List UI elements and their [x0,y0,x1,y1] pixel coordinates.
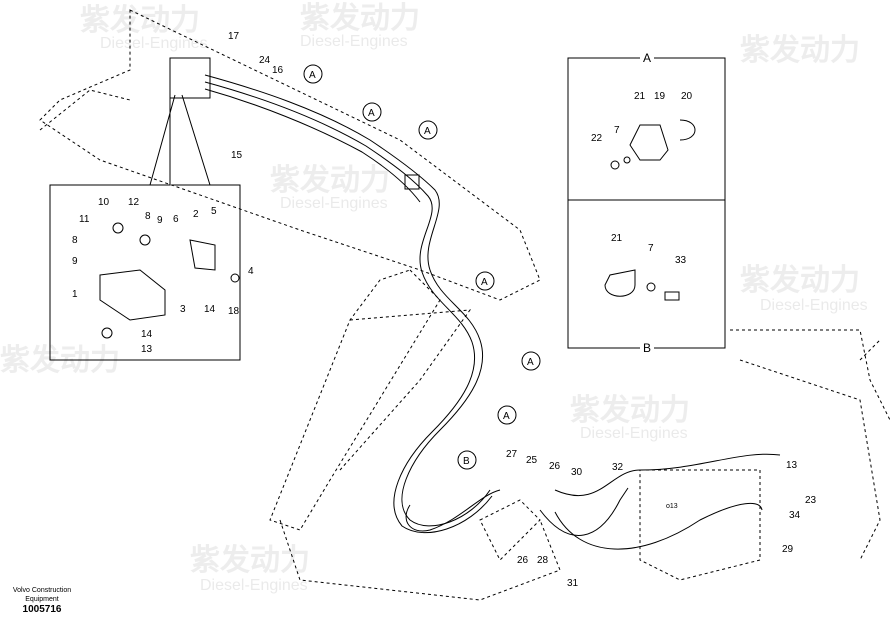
svg-text:Diesel-Engines: Diesel-Engines [580,425,688,442]
footer-brand-line2: Equipment [25,596,59,603]
svg-text:31: 31 [567,578,579,589]
svg-text:29: 29 [782,544,794,555]
svg-text:14: 14 [141,329,153,340]
svg-text:A: A [503,411,510,422]
svg-text:9: 9 [157,215,163,226]
svg-text:Diesel-Engines: Diesel-Engines [300,33,408,50]
svg-text:A: A [643,51,651,65]
svg-text:22: 22 [591,133,603,144]
svg-text:8: 8 [145,211,151,222]
svg-text:10: 10 [98,197,110,208]
svg-text:13: 13 [786,460,798,471]
svg-text:17: 17 [228,31,240,42]
svg-text:B: B [463,456,470,467]
svg-text:2: 2 [193,209,199,220]
svg-text:7: 7 [648,243,654,254]
svg-text:Diesel-Engines: Diesel-Engines [100,35,208,52]
svg-text:B: B [643,341,651,355]
svg-text:8: 8 [72,235,78,246]
svg-text:紫发动力: 紫发动力 [190,544,310,577]
svg-text:33: 33 [675,255,687,266]
svg-text:26: 26 [517,555,529,566]
svg-text:紫发动力: 紫发动力 [740,264,860,297]
svg-text:A: A [527,357,534,368]
svg-text:14: 14 [204,304,216,315]
svg-text:紫发动力: 紫发动力 [270,164,390,197]
svg-text:27: 27 [506,449,518,460]
valve-inset: 10 12 11 8 9 6 2 5 8 9 4 1 3 14 18 14 13 [49,90,254,361]
svg-text:7: 7 [614,125,620,136]
svg-text:A: A [424,126,431,137]
lower-labels: 27 25 26 30 32 13 23 34 29 26 28 31 o13 [506,449,817,589]
svg-text:4: 4 [248,266,254,277]
svg-text:3: 3 [180,304,186,315]
svg-text:34: 34 [789,510,801,521]
svg-text:紫发动力: 紫发动力 [570,394,690,427]
svg-text:20: 20 [681,91,693,102]
svg-text:15: 15 [231,150,243,161]
svg-text:18: 18 [228,306,240,317]
svg-text:o13: o13 [666,503,678,510]
detail-box: A B 21 19 20 7 22 21 7 33 [567,50,726,355]
watermark: 紫发动力 Diesel-Engines 紫发动力 Diesel-Engines … [0,2,868,594]
svg-text:24: 24 [259,55,271,66]
svg-text:28: 28 [537,555,549,566]
svg-text:A: A [368,108,375,119]
svg-text:12: 12 [128,197,140,208]
callout-markers: A A A A A A B [303,64,541,470]
svg-text:21: 21 [634,91,646,102]
svg-text:32: 32 [612,462,624,473]
svg-text:5: 5 [211,206,217,217]
svg-text:Diesel-Engines: Diesel-Engines [760,297,868,314]
diagram-number: 1005716 [22,604,62,615]
svg-text:25: 25 [526,455,538,466]
svg-text:Diesel-Engines: Diesel-Engines [200,577,308,594]
svg-text:A: A [481,277,488,288]
svg-text:紫发动力: 紫发动力 [740,34,860,67]
svg-text:30: 30 [571,467,583,478]
svg-text:紫发动力: 紫发动力 [80,4,200,37]
machine-outline [39,9,890,601]
svg-text:26: 26 [549,461,561,472]
svg-text:紫发动力: 紫发动力 [300,2,420,35]
svg-text:A: A [309,70,316,81]
svg-text:21: 21 [611,233,623,244]
svg-text:6: 6 [173,214,179,225]
footer-brand-line1: Volvo Construction [12,587,72,594]
main-labels: 17 24 16 15 [228,31,284,161]
svg-text:9: 9 [72,256,78,267]
svg-text:19: 19 [654,91,666,102]
svg-text:13: 13 [141,344,153,355]
svg-text:23: 23 [805,495,817,506]
svg-text:Diesel-Engines: Diesel-Engines [280,195,388,212]
svg-text:16: 16 [272,65,284,76]
svg-text:11: 11 [79,214,90,225]
hydraulic-hoses [169,57,781,550]
svg-text:1: 1 [72,289,78,300]
